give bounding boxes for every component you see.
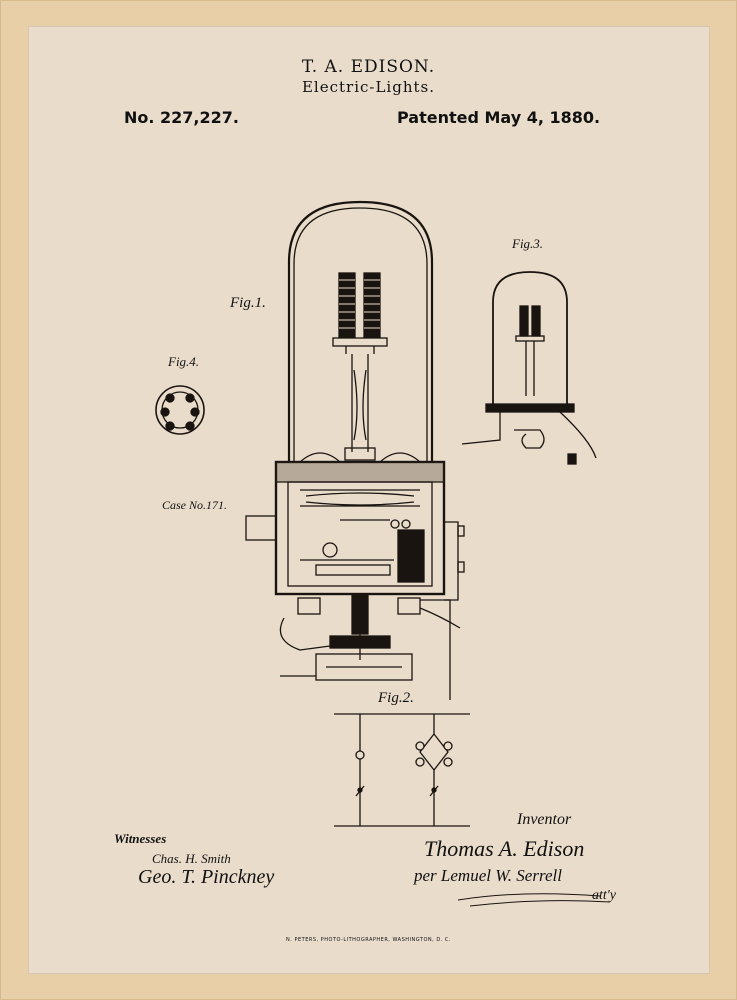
printer-footer: N. PETERS, PHOTO-LITHOGRAPHER, WASHINGTO… [286, 937, 451, 943]
signature-flourishes [457, 893, 611, 907]
fig3-label: Fig.3. [512, 236, 544, 251]
fig2-circuit-drawing [334, 713, 470, 827]
attorney-suffix: att'y [592, 888, 616, 903]
fig3-lamp-drawing [461, 271, 597, 465]
fig4-terminal-drawing [155, 385, 205, 435]
fig1-lamp-drawing [245, 200, 465, 700]
witnesses-label: Witnesses [114, 831, 167, 846]
witness-1: Chas. H. Smith [152, 851, 231, 866]
inventor-signature: Thomas A. Edison [424, 836, 585, 861]
fig2-label: Fig.2. [378, 690, 414, 706]
patent-date: Patented May 4, 1880. [397, 108, 601, 127]
patent-number: No. 227,227. [124, 108, 239, 127]
fig4-label: Fig.4. [168, 354, 200, 369]
attorney-signature: per Lemuel W. Serrell [414, 866, 562, 885]
patent-sheet [28, 26, 710, 974]
invention-title: Electric-Lights. [301, 78, 435, 96]
inventor-label: Inventor [517, 811, 572, 828]
case-label: Case No.171. [162, 498, 228, 512]
witness-2: Geo. T. Pinckney [138, 866, 275, 888]
inventor-heading: T. A. EDISON. [301, 57, 436, 77]
fig1-label: Fig.1. [230, 295, 266, 311]
